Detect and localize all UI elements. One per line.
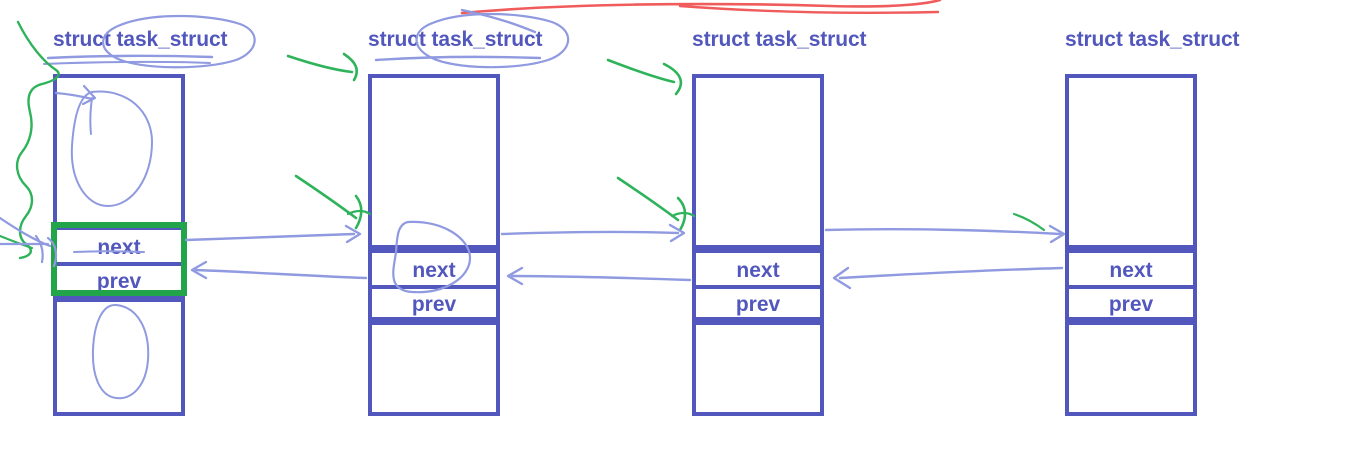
link-node-3-next-to-node-4 xyxy=(824,228,1062,236)
struct-node-1-upper-body xyxy=(53,74,185,226)
struct-node-4-field-prev: prev xyxy=(1065,285,1197,321)
green-arrowhead-node-3-next xyxy=(676,196,687,232)
green-arrowhead-node-2-next xyxy=(354,194,363,230)
struct-node-2: struct task_struct next prev xyxy=(368,28,543,418)
link-node-2-next-arrowhead xyxy=(668,223,686,243)
struct-node-2-prev-text: prev xyxy=(411,292,457,316)
struct-node-4-prev-text: prev xyxy=(1108,292,1154,316)
link-node-3-prev-arrowhead xyxy=(506,266,524,286)
struct-node-1: struct task_struct next prev xyxy=(53,28,228,418)
struct-node-2-next-text: next xyxy=(412,258,456,282)
green-arrow-to-node-3-next xyxy=(616,176,680,222)
struct-node-3-next-text: next xyxy=(736,258,780,282)
red-arc-top-annotation-left-tail xyxy=(678,4,940,14)
green-nub-node-2-next xyxy=(346,209,372,216)
struct-node-4: struct task_struct next prev xyxy=(1065,28,1240,418)
struct-node-1-field-next: next xyxy=(53,226,185,262)
struct-node-4-lower-body xyxy=(1065,321,1197,416)
struct-node-1-field-prev: prev xyxy=(53,262,185,298)
struct-node-2-lower-body xyxy=(368,321,500,416)
link-node-2-prev-arrowhead xyxy=(190,260,208,280)
struct-node-1-prev-text: prev xyxy=(96,269,142,293)
struct-node-3-prev-text: prev xyxy=(735,292,781,316)
struct-node-3-field-next: next xyxy=(692,249,824,285)
red-arc-top-annotation xyxy=(460,0,942,15)
green-arrow-to-node-2-next xyxy=(294,174,358,220)
struct-node-4-field-next: next xyxy=(1065,249,1197,285)
link-node-4-prev-arrowhead xyxy=(832,266,852,290)
link-node-3-next-arrowhead xyxy=(1048,224,1066,244)
struct-node-4-next-text: next xyxy=(1109,258,1153,282)
struct-node-3-lower-body xyxy=(692,321,824,416)
blue-ink-left-edge-mark-1 xyxy=(0,216,52,248)
struct-node-4-title: struct task_struct xyxy=(1065,28,1240,51)
link-node-2-next-to-node-3 xyxy=(500,230,680,236)
struct-node-3-title: struct task_struct xyxy=(692,28,867,51)
link-node-1-next-arrowhead xyxy=(344,224,362,244)
green-mark-node-4 xyxy=(1012,212,1046,232)
link-node-2-prev-to-node-1 xyxy=(194,268,368,280)
struct-node-3-field-prev: prev xyxy=(692,285,824,321)
green-arrow-to-node-2-title xyxy=(286,54,354,74)
struct-node-3: struct task_struct next prev xyxy=(692,28,867,418)
link-node-3-prev-to-node-2 xyxy=(510,274,692,282)
struct-node-3-upper-body xyxy=(692,74,824,249)
green-arrowhead-node-2-title xyxy=(342,52,358,82)
link-node-1-next-to-node-2 xyxy=(184,232,356,242)
green-squiggle-left-tail xyxy=(0,234,34,250)
green-arrowhead-node-3-title xyxy=(662,62,683,96)
blue-ink-left-edge-mark-3 xyxy=(34,234,44,264)
struct-node-1-lower-body xyxy=(53,298,185,416)
struct-node-1-next-text: next xyxy=(97,235,141,259)
struct-node-4-upper-body xyxy=(1065,74,1197,249)
struct-node-2-field-prev: prev xyxy=(368,285,500,321)
green-arrow-to-node-3-title xyxy=(606,58,676,84)
struct-node-2-upper-body xyxy=(368,74,500,249)
struct-node-1-title: struct task_struct xyxy=(53,28,228,51)
struct-node-2-title: struct task_struct xyxy=(368,28,543,51)
green-nub-node-3-next xyxy=(670,211,696,218)
link-node-4-prev-to-node-3 xyxy=(838,266,1064,280)
struct-node-2-field-next: next xyxy=(368,249,500,285)
